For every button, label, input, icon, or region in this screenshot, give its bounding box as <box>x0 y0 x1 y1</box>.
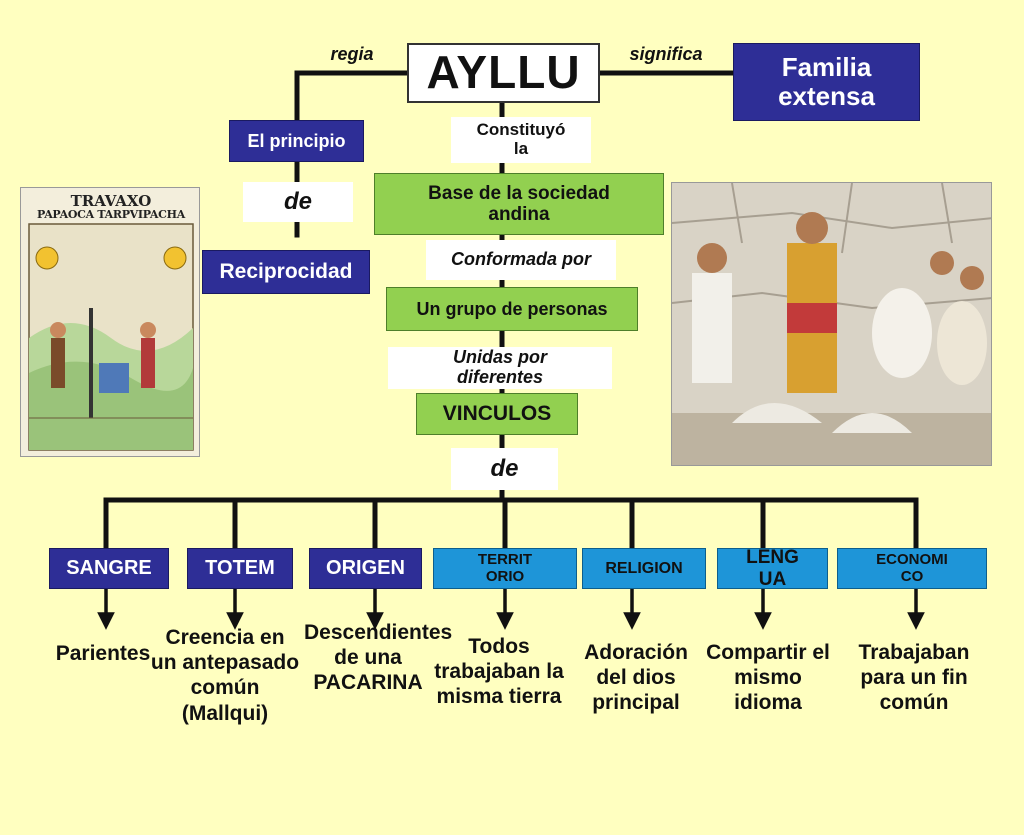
box-base-sociedad: Base de la sociedad andina <box>374 173 664 235</box>
description-origen: Descendientes de una PACARINA <box>304 621 453 695</box>
drawing-caption-main: PAPAOCA TARPVIPACHA <box>37 208 185 221</box>
arrow-head-sangre <box>97 612 115 630</box>
farming-drawing-icon: TRAVAXO PAPAOCA TARPVIPACHA <box>20 187 200 457</box>
category-territorio: TERRITORIO <box>433 548 577 589</box>
description-lengua: Compartir el mismo idioma <box>706 641 830 715</box>
description-territorio: Todos trabajaban la misma tierra <box>434 635 564 709</box>
arrow-head-territorio <box>496 612 514 630</box>
arrow-head-economico <box>907 612 925 630</box>
category-totem: TOTEM <box>187 548 293 589</box>
category-lengua: LENGUA <box>717 547 828 590</box>
category-religion: RELIGION <box>582 548 706 589</box>
label-regia: regia <box>330 44 374 65</box>
arrow-head-religion <box>623 612 641 630</box>
box-familia-extensa: Familia extensa <box>733 43 920 121</box>
label-constituyo: Constituyó la <box>451 117 591 163</box>
arrow-head-totem <box>226 612 244 630</box>
box-grupo-personas: Un grupo de personas <box>386 287 638 331</box>
category-sangre: SANGRE <box>49 548 169 589</box>
category-origen: ORIGEN <box>309 548 422 589</box>
box-vinculos: VINCULOS <box>416 393 578 435</box>
arrow-head-lengua <box>754 612 772 630</box>
label-unidas-por: Unidas por diferentes <box>388 347 612 389</box>
description-sangre: Parientes <box>55 642 151 665</box>
category-economico: ECONOMICO <box>837 548 987 589</box>
box-reciprocidad: Reciprocidad <box>202 250 370 294</box>
arrow-head-origen <box>366 612 384 630</box>
description-totem: Creencia en un antepasado común (Mallqui… <box>150 626 300 725</box>
description-religion: Adoración del dios principal <box>584 641 688 715</box>
label-conformada-por: Conformada por <box>426 240 616 280</box>
inca-scene-icon <box>671 182 992 466</box>
description-economico: Trabajaban para un fin común <box>858 641 970 715</box>
title-ayllu: AYLLU <box>407 43 600 103</box>
label-de-left: de <box>243 182 353 222</box>
label-significa: significa <box>629 44 703 65</box>
inca-scene-art <box>672 183 991 465</box>
drawing-caption-top: TRAVAXO <box>70 192 152 210</box>
label-de-center: de <box>451 448 558 490</box>
box-el-principio: El principio <box>229 120 364 162</box>
farming-drawing-art <box>28 223 194 451</box>
